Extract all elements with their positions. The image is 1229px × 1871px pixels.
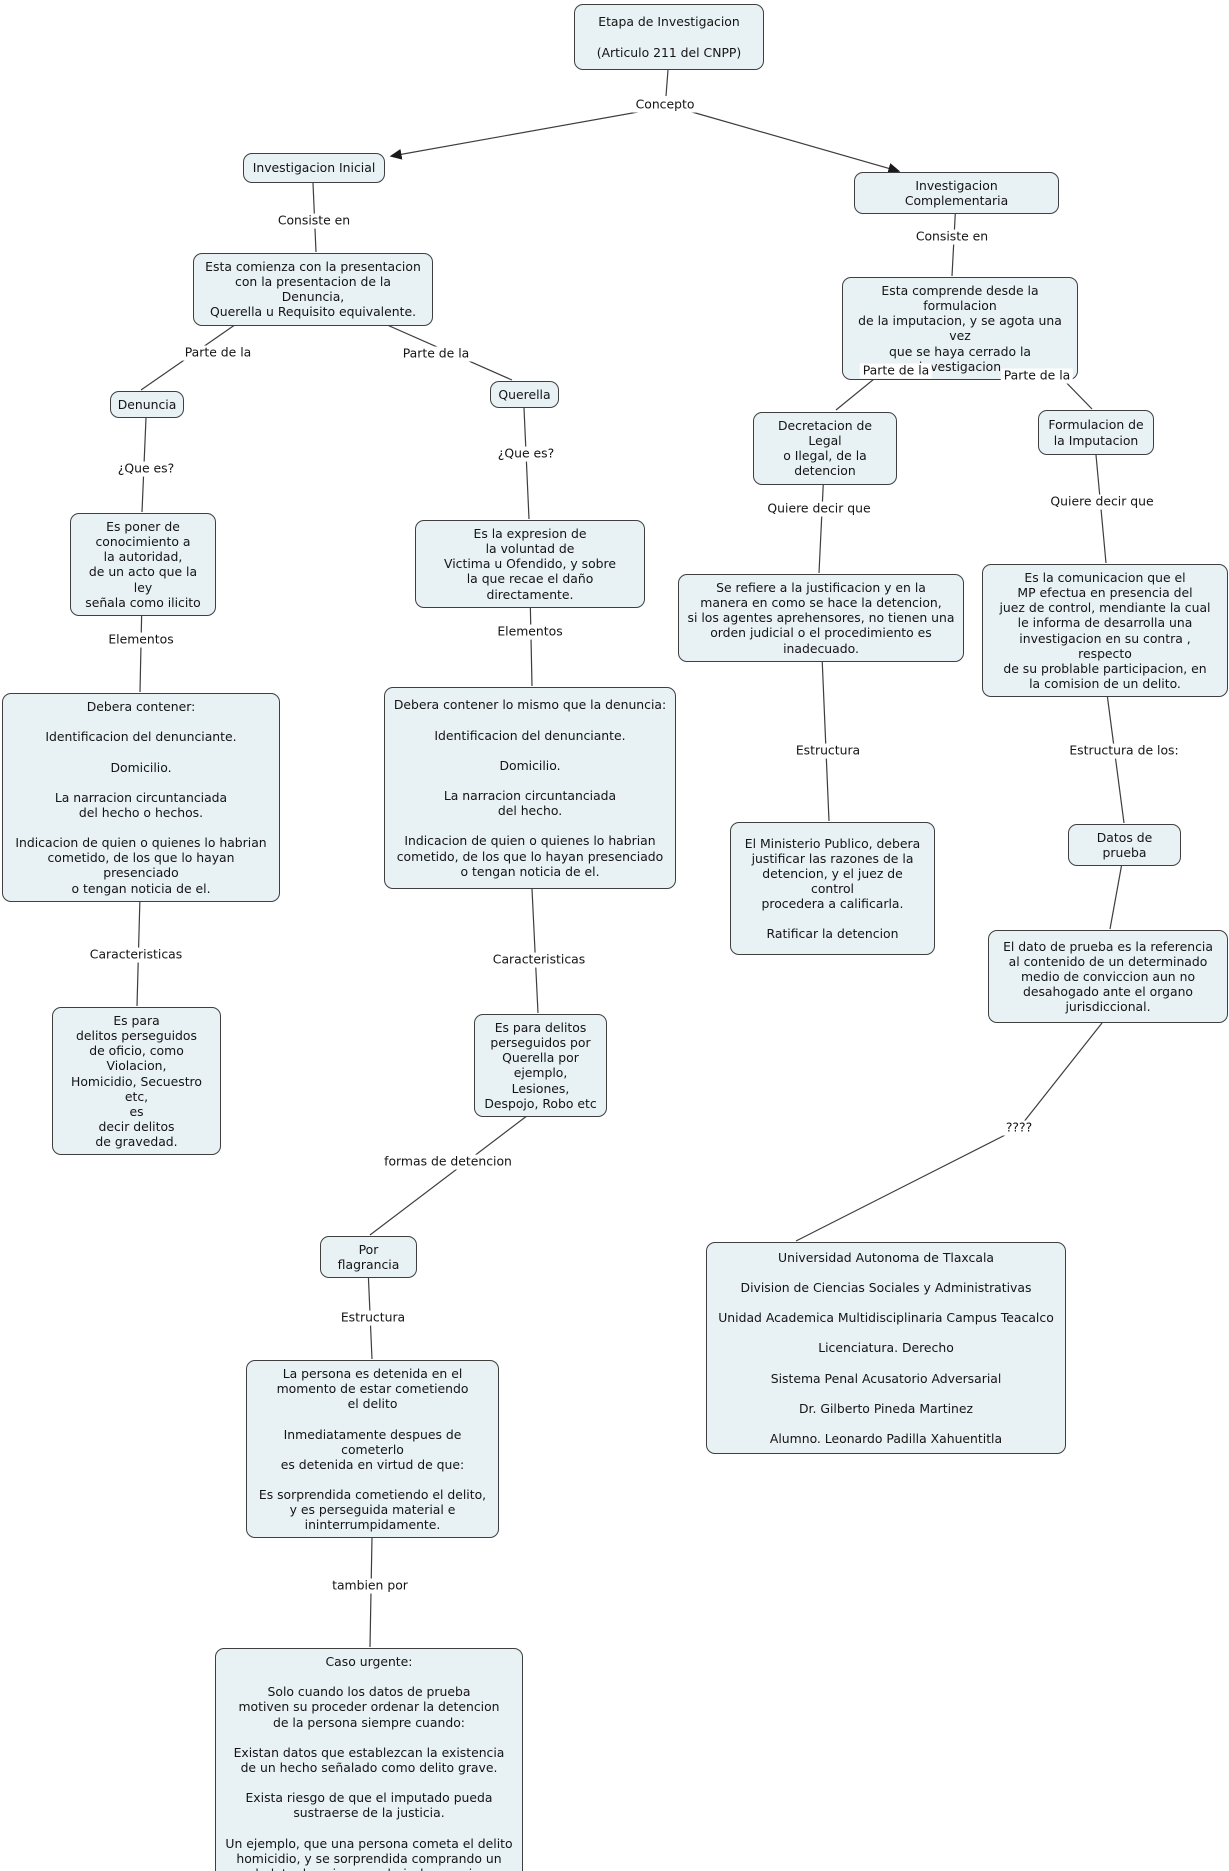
node-investigacion-inicial: Investigacion Inicial [243,153,385,183]
link-label-quiere-decir-decretacion: Quiere decir que [764,501,874,517]
node-por-flagrancia: Por flagrancia [320,1236,417,1279]
node-datos-de-prueba: Datos de prueba [1068,824,1181,867]
node-querella-elementos: Debera contener lo mismo que la denuncia… [384,687,676,889]
link-label-que-es-querella: ¿Que es? [494,446,558,462]
link-label-caracteristicas-querella: Caracteristicas [489,952,589,968]
link-label-concepto: Concepto [632,97,698,113]
node-denuncia-elementos: Debera contener: Identificacion del denu… [2,693,280,902]
node-denuncia: Denuncia [110,391,184,419]
link-label-interrogantes: ???? [1002,1120,1036,1136]
link-label-quiere-decir-formulacion: Quiere decir que [1047,494,1157,510]
node-complementaria-descripcion: Esta comprende desde la formulacion de l… [842,277,1078,380]
link-label-elementos-denuncia: Elementos [105,632,177,648]
link-label-que-es-denuncia: ¿Que es? [114,461,178,477]
node-querella-caracteristicas: Es para delitos perseguidos por Querella… [474,1014,607,1117]
node-decretacion-detencion: Decretacion de Legal o Ilegal, de la det… [753,412,897,485]
node-denuncia-definicion: Es poner de conocimiento a la autoridad,… [70,513,216,616]
node-caso-urgente: Caso urgente: Solo cuando los datos de p… [215,1648,523,1871]
node-inicial-descripcion: Esta comienza con la presentacion con la… [193,253,433,326]
node-etapa-investigacion: Etapa de Investigacion (Articulo 211 del… [574,4,764,70]
node-investigacion-complementaria: Investigacion Complementaria [854,172,1059,215]
link-label-estructura-de-los: Estructura de los: [1066,743,1182,759]
node-creditos-universidad: Universidad Autonoma de Tlaxcala Divisio… [706,1242,1066,1454]
link-label-consiste-en-complementaria: Consiste en [912,229,992,245]
node-ministerio-publico: El Ministerio Publico, debera justificar… [730,822,935,955]
link-label-tambien-por: tambien por [329,1578,411,1594]
node-querella: Querella [490,381,559,409]
link-label-formas-de-detencion: formas de detencion [381,1154,515,1170]
link-label-parte-de-la-decretacion: Parte de la [859,363,933,379]
link-label-parte-de-la-formulacion: Parte de la [1000,368,1074,384]
node-flagrancia-estructura: La persona es detenida en el momento de … [246,1360,499,1539]
link-label-parte-de-la-querella: Parte de la [399,346,473,362]
node-querella-definicion: Es la expresion de la voluntad de Victim… [415,520,645,608]
link-label-consiste-en-inicial: Consiste en [274,213,354,229]
node-decretacion-definicion: Se refiere a la justificacion y en la ma… [678,574,964,662]
link-label-elementos-querella: Elementos [494,624,566,640]
link-label-caracteristicas-denuncia: Caracteristicas [86,947,186,963]
node-formulacion-definicion: Es la comunicacion que el MP efectua en … [982,564,1228,697]
link-label-parte-de-la-denuncia: Parte de la [181,345,255,361]
link-label-estructura-flagrancia: Estructura [337,1310,409,1326]
link-label-estructura-decretacion: Estructura [792,743,864,759]
node-denuncia-caracteristicas: Es para delitos perseguidos de oficio, c… [52,1007,221,1156]
node-formulacion-imputacion: Formulacion de la Imputacion [1038,410,1154,455]
node-dato-de-prueba-definicion: El dato de prueba es la referencia al co… [988,930,1228,1023]
